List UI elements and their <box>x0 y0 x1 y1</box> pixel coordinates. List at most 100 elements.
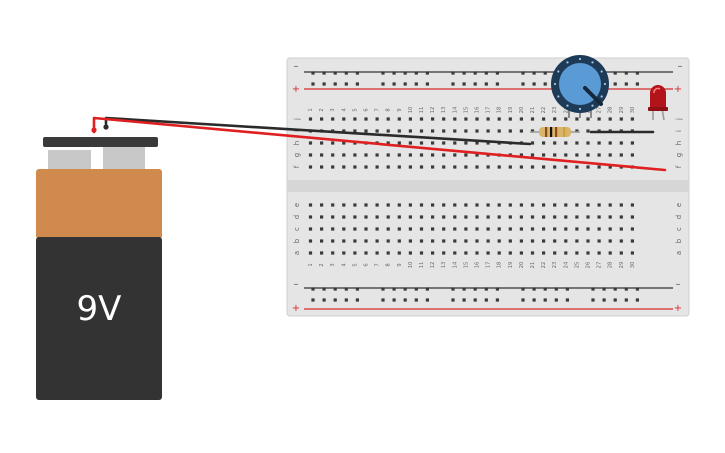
battery-9v[interactable]: 9V <box>36 137 162 400</box>
terminal-hole[interactable] <box>586 239 590 243</box>
terminal-hole[interactable] <box>397 141 401 145</box>
rail-hole[interactable] <box>392 71 396 75</box>
terminal-hole[interactable] <box>308 203 313 207</box>
terminal-hole[interactable] <box>619 227 623 231</box>
led[interactable] <box>648 85 668 121</box>
rail-hole[interactable] <box>624 82 628 86</box>
terminal-hole[interactable] <box>331 165 335 169</box>
terminal-hole[interactable] <box>364 117 368 121</box>
terminal-hole[interactable] <box>308 227 313 231</box>
terminal-hole[interactable] <box>397 251 401 255</box>
terminal-hole[interactable] <box>386 251 390 255</box>
terminal-hole[interactable] <box>608 203 612 207</box>
rail-hole[interactable] <box>521 71 525 75</box>
terminal-hole[interactable] <box>475 227 479 231</box>
terminal-hole[interactable] <box>630 239 634 243</box>
rail-hole[interactable] <box>311 82 315 86</box>
rail-hole[interactable] <box>635 71 639 75</box>
terminal-hole[interactable] <box>608 153 612 157</box>
rail-hole[interactable] <box>451 71 455 75</box>
rail-hole[interactable] <box>613 287 617 291</box>
rail-hole[interactable] <box>322 287 326 291</box>
terminal-hole[interactable] <box>608 239 612 243</box>
terminal-hole[interactable] <box>619 203 623 207</box>
terminal-hole[interactable] <box>364 165 368 169</box>
terminal-hole[interactable] <box>331 203 335 207</box>
terminal-hole[interactable] <box>375 251 379 255</box>
terminal-hole[interactable] <box>519 227 523 231</box>
terminal-hole[interactable] <box>508 227 512 231</box>
rail-hole[interactable] <box>403 71 407 75</box>
rail-hole[interactable] <box>495 287 499 291</box>
rail-hole[interactable] <box>403 298 407 302</box>
terminal-hole[interactable] <box>364 215 368 219</box>
terminal-hole[interactable] <box>397 153 401 157</box>
terminal-hole[interactable] <box>342 141 346 145</box>
terminal-hole[interactable] <box>497 215 501 219</box>
terminal-hole[interactable] <box>586 215 590 219</box>
terminal-hole[interactable] <box>431 153 435 157</box>
terminal-hole[interactable] <box>575 227 579 231</box>
terminal-hole[interactable] <box>431 215 435 219</box>
terminal-hole[interactable] <box>464 203 468 207</box>
terminal-hole[interactable] <box>453 251 457 255</box>
terminal-hole[interactable] <box>497 251 501 255</box>
terminal-hole[interactable] <box>320 165 324 169</box>
rail-hole[interactable] <box>355 71 359 75</box>
terminal-hole[interactable] <box>442 141 446 145</box>
terminal-hole[interactable] <box>519 251 523 255</box>
terminal-hole[interactable] <box>486 251 490 255</box>
terminal-hole[interactable] <box>508 239 512 243</box>
terminal-hole[interactable] <box>442 251 446 255</box>
terminal-hole[interactable] <box>342 117 346 121</box>
terminal-hole[interactable] <box>619 251 623 255</box>
terminal-hole[interactable] <box>508 251 512 255</box>
terminal-hole[interactable] <box>386 117 390 121</box>
terminal-hole[interactable] <box>397 203 401 207</box>
terminal-hole[interactable] <box>453 153 457 157</box>
terminal-hole[interactable] <box>453 129 457 133</box>
rail-hole[interactable] <box>414 287 418 291</box>
terminal-hole[interactable] <box>453 141 457 145</box>
terminal-hole[interactable] <box>431 239 435 243</box>
terminal-hole[interactable] <box>630 117 634 121</box>
terminal-hole[interactable] <box>564 215 568 219</box>
terminal-hole[interactable] <box>419 141 424 145</box>
rail-hole[interactable] <box>532 287 536 291</box>
terminal-hole[interactable] <box>431 165 435 169</box>
terminal-hole[interactable] <box>586 251 590 255</box>
terminal-hole[interactable] <box>542 251 546 255</box>
terminal-hole[interactable] <box>553 165 557 169</box>
terminal-hole[interactable] <box>542 117 546 121</box>
terminal-hole[interactable] <box>342 129 346 133</box>
terminal-hole[interactable] <box>375 203 379 207</box>
rail-hole[interactable] <box>414 71 418 75</box>
terminal-hole[interactable] <box>619 215 623 219</box>
terminal-hole[interactable] <box>408 129 412 133</box>
terminal-hole[interactable] <box>419 215 424 219</box>
terminal-hole[interactable] <box>408 215 412 219</box>
terminal-hole[interactable] <box>308 215 313 219</box>
rail-hole[interactable] <box>381 71 385 75</box>
terminal-hole[interactable] <box>453 117 457 121</box>
terminal-hole[interactable] <box>386 165 390 169</box>
rail-hole[interactable] <box>381 82 385 86</box>
rail-hole[interactable] <box>462 298 466 302</box>
terminal-hole[interactable] <box>597 203 601 207</box>
terminal-hole[interactable] <box>308 239 313 243</box>
rail-hole[interactable] <box>451 82 455 86</box>
terminal-hole[interactable] <box>342 215 346 219</box>
terminal-hole[interactable] <box>353 165 357 169</box>
terminal-hole[interactable] <box>308 117 313 121</box>
terminal-hole[interactable] <box>442 227 446 231</box>
terminal-hole[interactable] <box>308 141 313 145</box>
terminal-hole[interactable] <box>419 129 424 133</box>
terminal-hole[interactable] <box>586 117 590 121</box>
terminal-hole[interactable] <box>542 165 546 169</box>
terminal-hole[interactable] <box>320 203 324 207</box>
terminal-hole[interactable] <box>575 251 579 255</box>
terminal-hole[interactable] <box>442 239 446 243</box>
terminal-hole[interactable] <box>530 117 535 121</box>
terminal-hole[interactable] <box>419 251 424 255</box>
terminal-hole[interactable] <box>475 215 479 219</box>
